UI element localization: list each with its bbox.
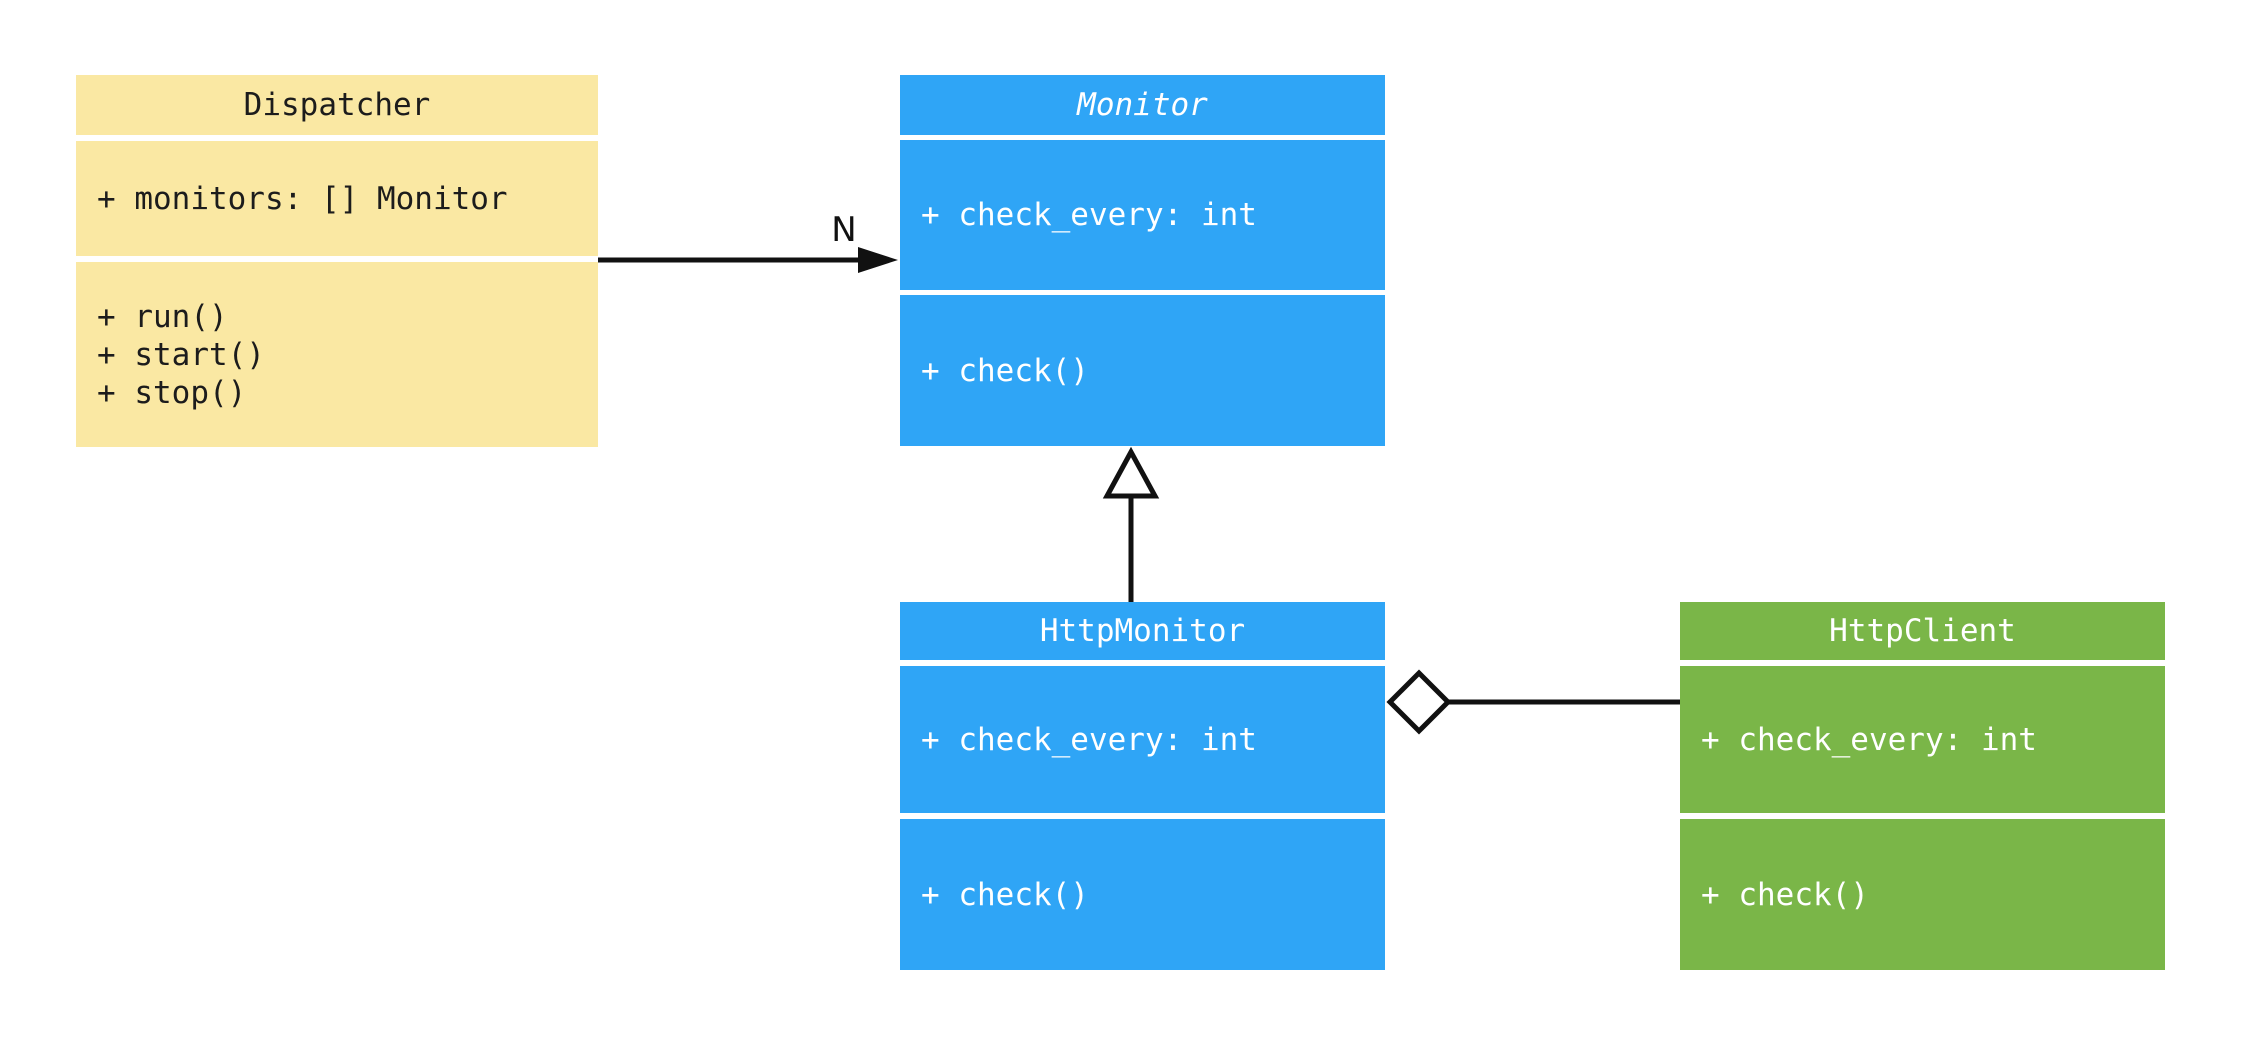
methods-compartment: + check() — [1680, 819, 2165, 970]
methods-compartment: + check() — [900, 295, 1385, 446]
method-item: + check() — [921, 876, 1089, 913]
association-multiplicity-label: N — [831, 210, 857, 250]
attributes-compartment: + check_every: int — [900, 140, 1385, 290]
methods-compartment: + check() — [900, 819, 1385, 970]
class-box-httpclient[interactable]: HttpClient + check_every: int + check() — [1680, 602, 2165, 970]
method-item: + check() — [921, 352, 1089, 389]
attribute-item: + check_every: int — [921, 721, 1257, 758]
class-box-httpmonitor[interactable]: HttpMonitor + check_every: int + check() — [900, 602, 1385, 970]
class-box-dispatcher[interactable]: Dispatcher + monitors: [] Monitor + run(… — [76, 75, 598, 447]
class-name-compartment: Monitor — [900, 75, 1385, 135]
class-box-monitor[interactable]: Monitor + check_every: int + check() — [900, 75, 1385, 446]
attributes-compartment: + monitors: [] Monitor — [76, 141, 598, 256]
class-name-compartment: HttpClient — [1680, 602, 2165, 660]
class-name-compartment: HttpMonitor — [900, 602, 1385, 660]
method-item: + start() — [97, 336, 265, 373]
class-name-compartment: Dispatcher — [76, 75, 598, 135]
attributes-compartment: + check_every: int — [1680, 666, 2165, 813]
method-item: + check() — [1701, 876, 1869, 913]
generalization-triangle-icon — [1102, 446, 1160, 499]
methods-compartment: + run() + start() + stop() — [76, 262, 598, 447]
aggregation-diamond-icon — [1386, 669, 1452, 735]
method-item: + run() — [97, 298, 228, 335]
method-item: + stop() — [97, 374, 247, 411]
attributes-compartment: + check_every: int — [900, 666, 1385, 813]
attribute-item: + check_every: int — [1701, 721, 2037, 758]
attribute-item: + monitors: [] Monitor — [97, 180, 508, 217]
attribute-item: + check_every: int — [921, 197, 1257, 233]
